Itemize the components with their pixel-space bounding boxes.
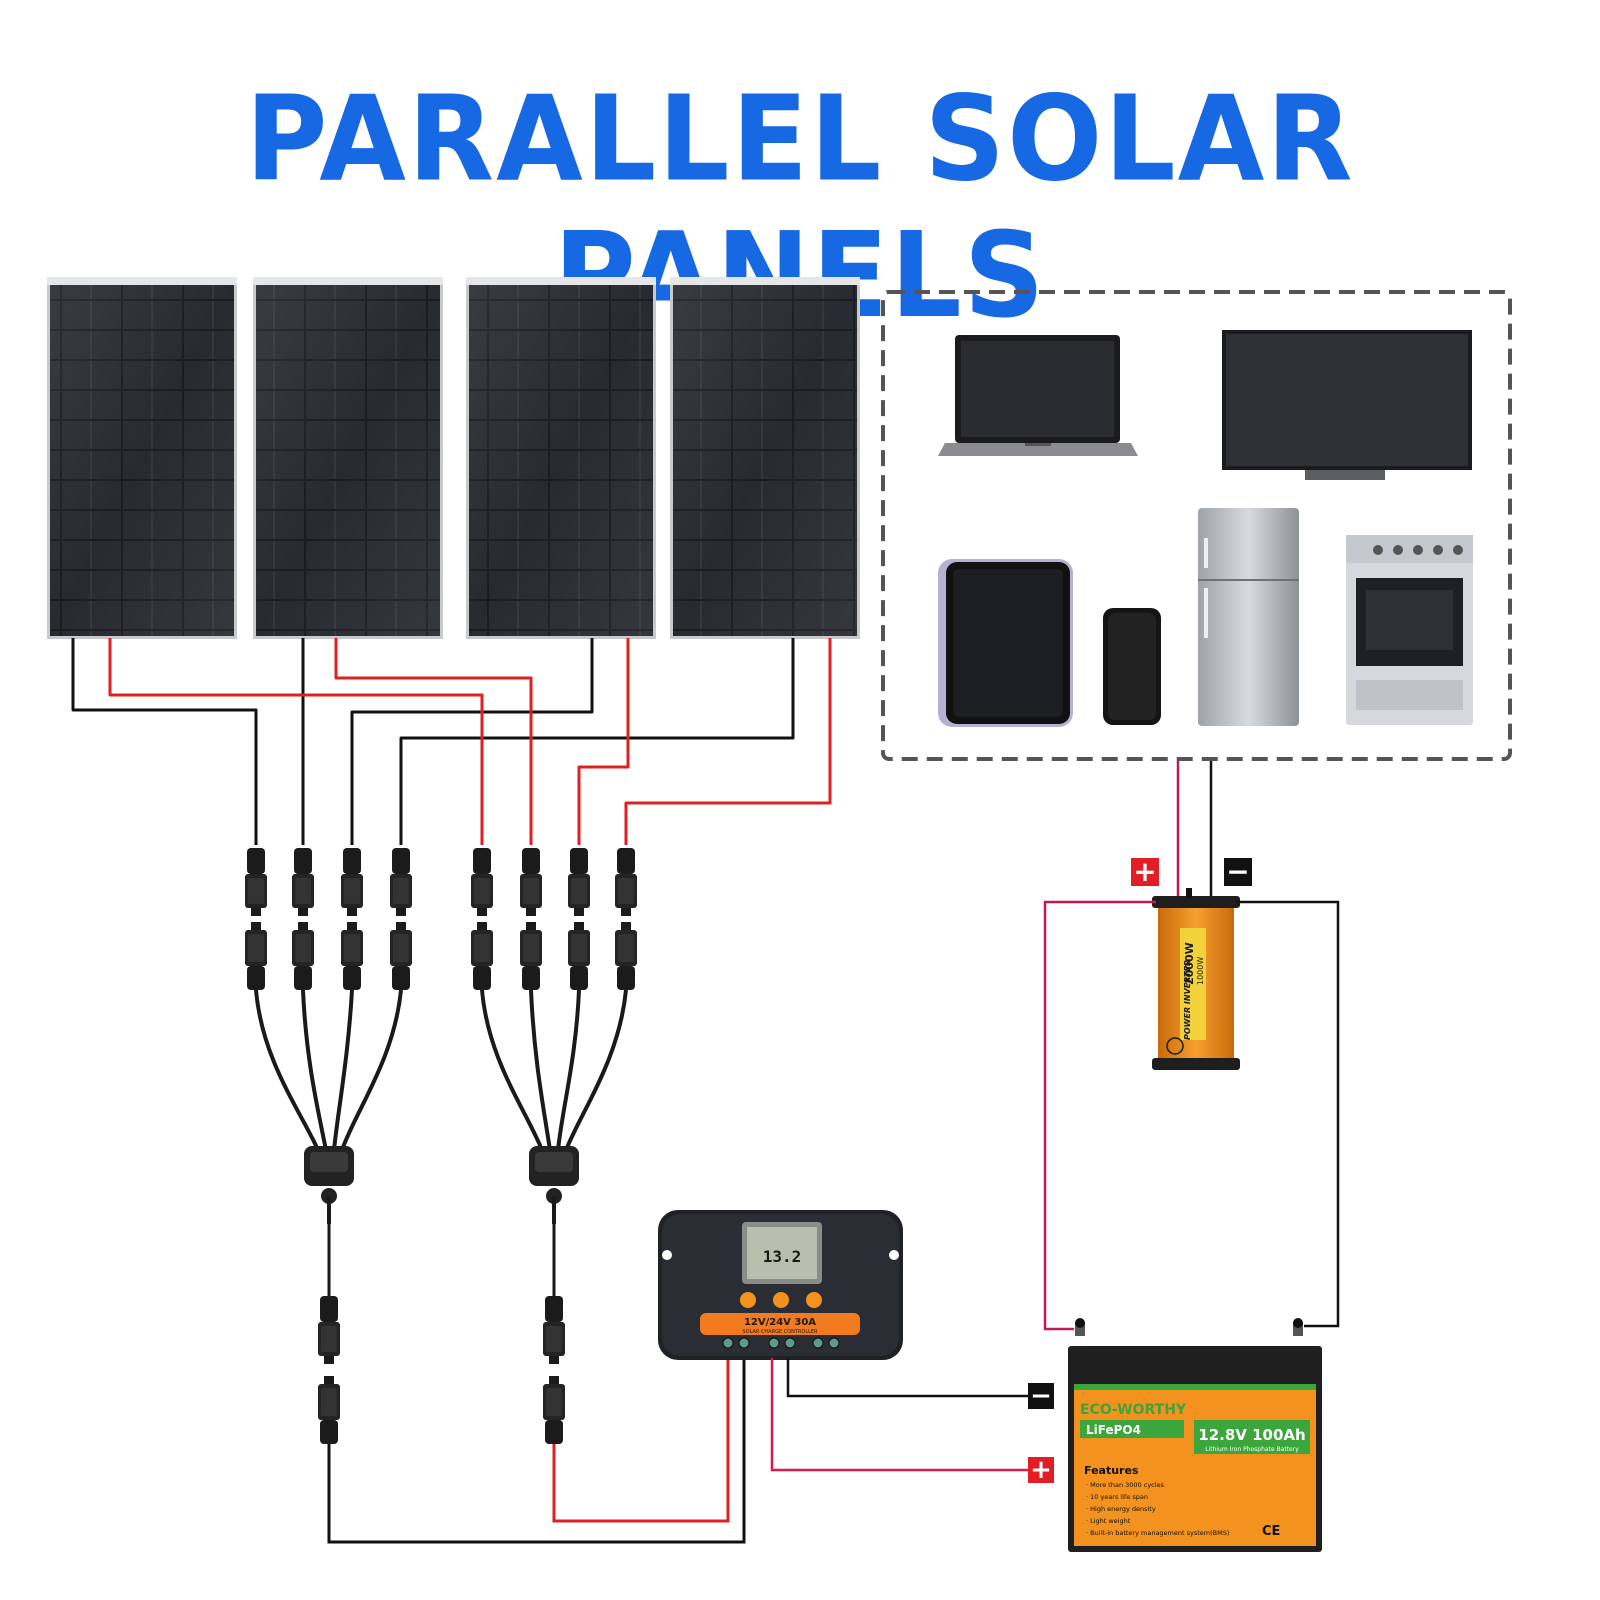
television-icon bbox=[1222, 330, 1472, 480]
controller-battery-cables bbox=[770, 1358, 1028, 1472]
solar-panel-array bbox=[47, 277, 860, 639]
svg-text:−: − bbox=[1226, 855, 1249, 888]
controller-input-cables bbox=[327, 1358, 746, 1544]
inverter-rated-label: 1000W bbox=[1196, 957, 1205, 985]
battery-positive-symbol: + bbox=[1028, 1455, 1054, 1485]
battery-brand: ECO-WORTHY bbox=[1080, 1402, 1187, 1418]
combiner-output-cables bbox=[327, 1222, 556, 1298]
controller-subtitle: SOLAR CHARGE CONTROLLER bbox=[742, 1329, 818, 1335]
laptop-icon bbox=[938, 335, 1138, 456]
solar-charge-controller: 13.2 12V/24V 30A SOLAR CHARGE CONTROLLER bbox=[658, 1210, 903, 1360]
mc4-connectors-negative bbox=[245, 848, 412, 990]
battery-chemistry: LiFePO4 bbox=[1086, 1423, 1141, 1437]
mc4-connectors-positive bbox=[471, 848, 637, 990]
branch-cables bbox=[254, 989, 628, 1151]
inverter-power-label: 2000W bbox=[1183, 942, 1196, 985]
tablet-icon bbox=[938, 559, 1073, 727]
solar-panel-3 bbox=[466, 277, 656, 639]
inverter-positive-symbol: + bbox=[1131, 855, 1159, 888]
battery-feature-3: · High energy density bbox=[1086, 1505, 1156, 1513]
solar-panel-1 bbox=[47, 277, 237, 639]
svg-text:+: + bbox=[1030, 1455, 1052, 1485]
battery-capacity: 12.8V 100Ah bbox=[1198, 1426, 1305, 1444]
battery-feature-4: · Light weight bbox=[1086, 1517, 1131, 1525]
battery-certification-marks: CE bbox=[1262, 1524, 1280, 1539]
smartphone-icon bbox=[1103, 608, 1161, 725]
controller-button-right[interactable] bbox=[806, 1292, 822, 1308]
extension-connectors bbox=[318, 1296, 565, 1444]
y-combiner-negative bbox=[304, 1146, 354, 1224]
battery-features-title: Features bbox=[1084, 1464, 1139, 1477]
controller-button-left[interactable] bbox=[740, 1292, 756, 1308]
lifepo4-battery: ECO-WORTHY LiFePO4 12.8V 100Ah Lithium I… bbox=[1068, 1318, 1322, 1552]
inverter-negative-symbol: − bbox=[1224, 855, 1252, 888]
solar-panel-2 bbox=[253, 277, 443, 639]
battery-feature-2: · 10 years life span bbox=[1086, 1493, 1148, 1501]
appliance-load-box bbox=[881, 290, 1512, 761]
load-inverter-cables bbox=[1176, 761, 1213, 896]
solar-panel-4 bbox=[670, 277, 860, 639]
battery-capacity-sub: Lithium Iron Phosphate Battery bbox=[1205, 1446, 1299, 1453]
controller-model: 12V/24V 30A bbox=[744, 1317, 816, 1328]
battery-feature-1: · More than 3000 cycles bbox=[1086, 1481, 1165, 1489]
page-title: PARALLEL SOLAR PANELS bbox=[245, 71, 1355, 345]
inverter-battery-cables bbox=[1043, 900, 1340, 1331]
battery-negative-symbol: − bbox=[1028, 1381, 1054, 1411]
svg-text:+: + bbox=[1133, 855, 1156, 888]
oven-icon bbox=[1346, 535, 1473, 725]
panel-wiring bbox=[71, 638, 832, 845]
controller-display: 13.2 bbox=[763, 1247, 802, 1266]
y-combiner-positive bbox=[529, 1146, 579, 1224]
battery-feature-5: · Built-in battery management system(BMS… bbox=[1086, 1529, 1229, 1537]
power-inverter: 2000W 1000W POWER INVERTER bbox=[1152, 888, 1240, 1070]
controller-button-middle[interactable] bbox=[773, 1292, 789, 1308]
inverter-name-label: POWER INVERTER bbox=[1183, 960, 1192, 1040]
refrigerator-icon bbox=[1198, 508, 1299, 726]
svg-text:−: − bbox=[1030, 1381, 1052, 1411]
